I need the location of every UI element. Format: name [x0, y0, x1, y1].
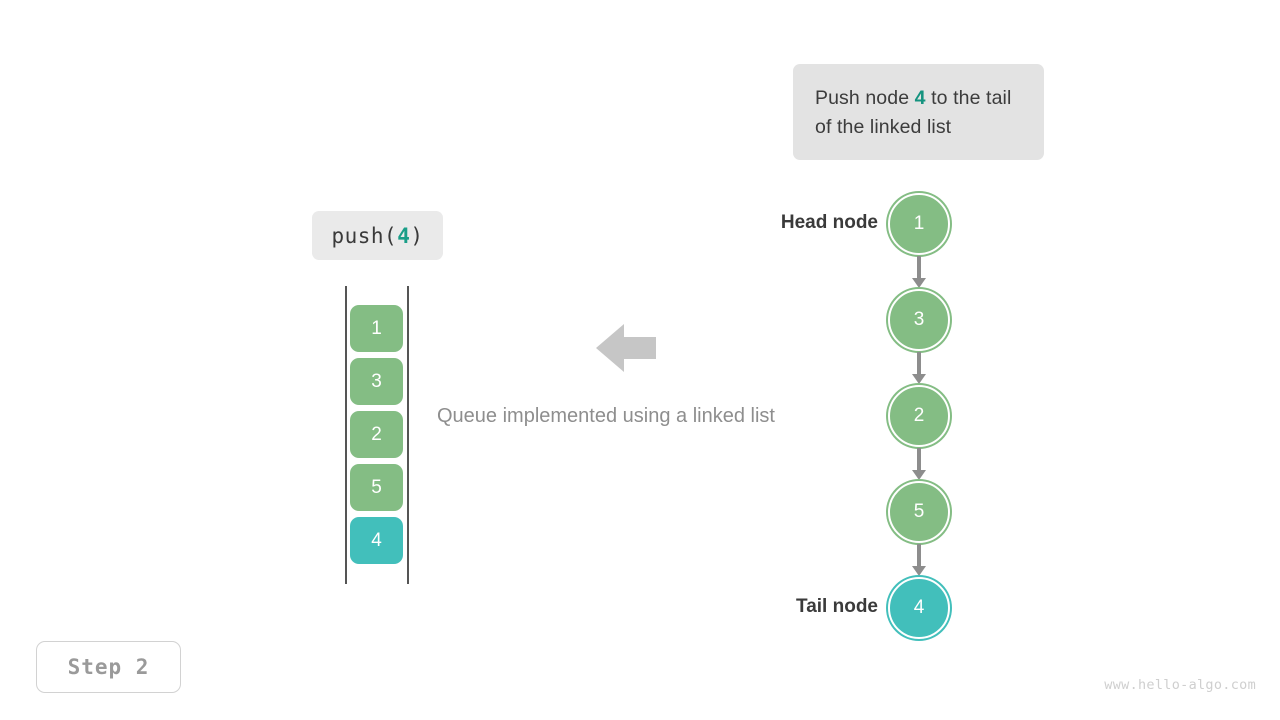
head-node-label: Head node	[780, 212, 878, 233]
tail-node-label: Tail node	[796, 596, 878, 617]
linked-list-arrowhead-icon	[912, 374, 926, 384]
linked-list-arrowhead-icon	[912, 566, 926, 576]
linked-list-node: 5	[888, 481, 950, 543]
callout-box: Push node 4 to the tail of the linked li…	[793, 64, 1044, 160]
operation-accent-value: 4	[397, 223, 411, 248]
watermark: www.hello-algo.com	[1104, 677, 1256, 693]
linked-list-node: 4	[888, 577, 950, 639]
callout-text-before: Push node	[815, 87, 915, 109]
queue-rail-right	[407, 286, 409, 584]
operation-label: push(4)	[312, 211, 443, 260]
queue-rail-left	[345, 286, 347, 584]
callout-text: Push node 4 to the tail of the linked li…	[815, 84, 1022, 142]
left-arrow-icon	[596, 320, 656, 376]
queue-cell: 3	[350, 358, 403, 405]
queue-cell: 2	[350, 411, 403, 458]
queue-cell: 5	[350, 464, 403, 511]
linked-list-node: 3	[888, 289, 950, 351]
linked-list-container: 1 3 2 5 4	[888, 193, 952, 643]
diagram-caption: Queue implemented using a linked list	[437, 405, 775, 427]
queue-container: 1 3 2 5 4	[345, 286, 409, 584]
operation-label-before: push(	[331, 223, 398, 248]
linked-list-connector	[917, 544, 921, 567]
step-badge: Step 2	[36, 641, 181, 693]
queue-cell-list: 1 3 2 5 4	[350, 305, 403, 570]
callout-accent-value: 4	[914, 87, 926, 109]
linked-list-node: 1	[888, 193, 950, 255]
queue-cell: 4	[350, 517, 403, 564]
operation-label-after: )	[410, 223, 424, 248]
linked-list-arrowhead-icon	[912, 278, 926, 288]
linked-list-node: 2	[888, 385, 950, 447]
linked-list-connector	[917, 256, 921, 279]
linked-list-connector	[917, 352, 921, 375]
linked-list-connector	[917, 448, 921, 471]
queue-cell: 1	[350, 305, 403, 352]
callout-text-after: to the tail of the linked list	[815, 87, 1012, 138]
linked-list-arrowhead-icon	[912, 470, 926, 480]
